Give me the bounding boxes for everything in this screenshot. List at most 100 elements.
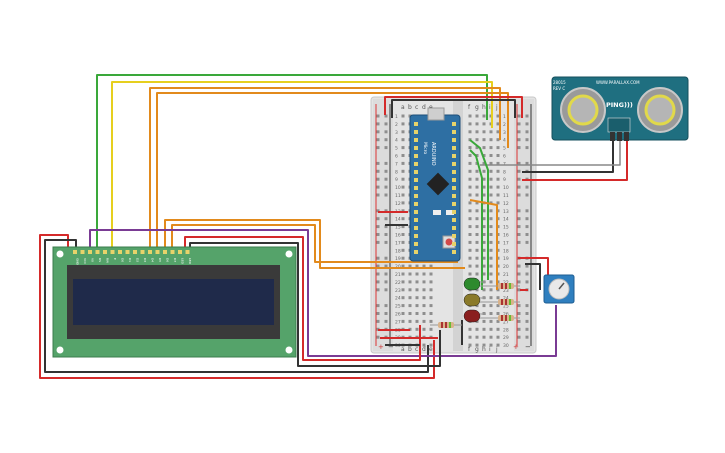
rail-hole (525, 240, 529, 244)
rail-hole (525, 138, 529, 142)
ping-pin-sig (617, 132, 622, 141)
lcd-pin (95, 250, 100, 254)
breadboard-hole (496, 327, 500, 331)
green-led (463, 277, 486, 291)
arduino-pin (414, 130, 418, 134)
wire-green-led (469, 139, 489, 280)
lcd-pin-label: RW (106, 258, 110, 263)
rail-hole (376, 185, 380, 189)
rail-hole (376, 122, 380, 126)
column-letter: f (468, 104, 471, 111)
rail-hole (376, 233, 380, 236)
row-number: 4 (503, 138, 506, 144)
rail-hole (517, 304, 521, 308)
row-number: 24 (395, 296, 401, 302)
breadboard-hole (496, 114, 500, 118)
breadboard-hole (468, 209, 472, 213)
rail-hole (376, 335, 380, 339)
row-number: 18 (395, 248, 401, 254)
row-number: 2 (503, 122, 506, 128)
rail-hole (517, 114, 521, 118)
rail-hole (384, 177, 388, 181)
rail-hole (517, 161, 521, 165)
breadboard-hole (489, 296, 493, 300)
breadboard-hole (475, 288, 479, 292)
breadboard-hole (489, 130, 493, 134)
breadboard-hole (489, 343, 493, 347)
row-number: 21 (503, 272, 509, 278)
rail-hole (517, 122, 521, 126)
breadboard-hole (401, 240, 405, 244)
column-letter: h (482, 104, 486, 111)
lcd-pin-label: E (113, 258, 117, 260)
rail-hole (517, 233, 521, 236)
row-number: 7 (395, 161, 398, 167)
breadboard-hole (496, 304, 500, 308)
breadboard-hole (401, 217, 405, 221)
breadboard-hole (408, 280, 412, 284)
arduino-smd (433, 210, 441, 215)
breadboard-hole (429, 288, 433, 292)
ping-pin-vcc (624, 132, 629, 141)
rail-minus-label-right: − (525, 343, 531, 351)
breadboard-hole (429, 264, 433, 268)
rail-hole (384, 185, 388, 189)
breadboard-hole (415, 312, 419, 315)
arduino-pin (414, 186, 418, 190)
rail-hole (384, 138, 388, 142)
row-number: 25 (503, 304, 509, 310)
breadboard-hole (475, 209, 479, 213)
breadboard-hole (422, 264, 426, 268)
red-led (463, 309, 486, 323)
arduino-pin (414, 154, 418, 158)
breadboard-hole (489, 177, 493, 181)
breadboard-hole (482, 272, 486, 276)
wire-red-top (384, 96, 523, 118)
rail-hole (525, 272, 529, 276)
arduino-pin (452, 186, 456, 190)
row-number: 2 (395, 122, 398, 128)
arduino-pin (452, 130, 456, 134)
breadboard-hole (496, 201, 500, 205)
lcd-pin-label: D1 (128, 258, 132, 262)
breadboard-hole (468, 248, 472, 252)
column-letter: c (415, 346, 418, 353)
row-number: 24 (503, 296, 509, 302)
wire-yellow (111, 81, 493, 252)
lcd-pin (118, 250, 122, 254)
breadboard-hole (468, 154, 472, 157)
wire-black-sensor (522, 140, 614, 173)
arduino-pin (452, 218, 456, 222)
breadboard-hole (401, 185, 405, 189)
column-letter: d (422, 346, 426, 353)
breadboard-hole (489, 138, 493, 142)
breadboard-hole (475, 304, 479, 308)
lcd-pin-label: VCC (83, 258, 87, 264)
arduino-pin (452, 250, 456, 254)
ping-sensor: 28015 REV C WWW.PARALLAX.COM PING))) (551, 76, 689, 141)
rail-hole (376, 272, 380, 276)
arduino-pin (414, 162, 418, 166)
rail-hole (384, 130, 388, 134)
lcd-pin-label: LED (188, 258, 192, 265)
rail-hole (376, 312, 380, 315)
rail-minus-label: − (388, 343, 394, 351)
lcd-pin (155, 250, 160, 254)
breadboard-hole (468, 272, 472, 276)
row-number: 26 (503, 312, 509, 318)
potentiometer[interactable] (543, 274, 575, 304)
lcd-screen (73, 279, 274, 325)
wire-black-lcd-left (44, 239, 429, 373)
column-letter: g (475, 104, 479, 111)
rail-hole (384, 193, 388, 197)
resistor-4 (430, 322, 462, 328)
ping-part-label: 28015 (553, 80, 566, 85)
wire-red-lcd-left (39, 234, 435, 379)
breadboard-hole (482, 146, 486, 150)
row-number: 3 (503, 130, 506, 136)
arduino-pin (452, 194, 456, 198)
breadboard-hole (468, 114, 472, 118)
breadboard-hole (489, 154, 493, 157)
row-number: 17 (503, 240, 509, 246)
lcd-pin (178, 250, 182, 254)
